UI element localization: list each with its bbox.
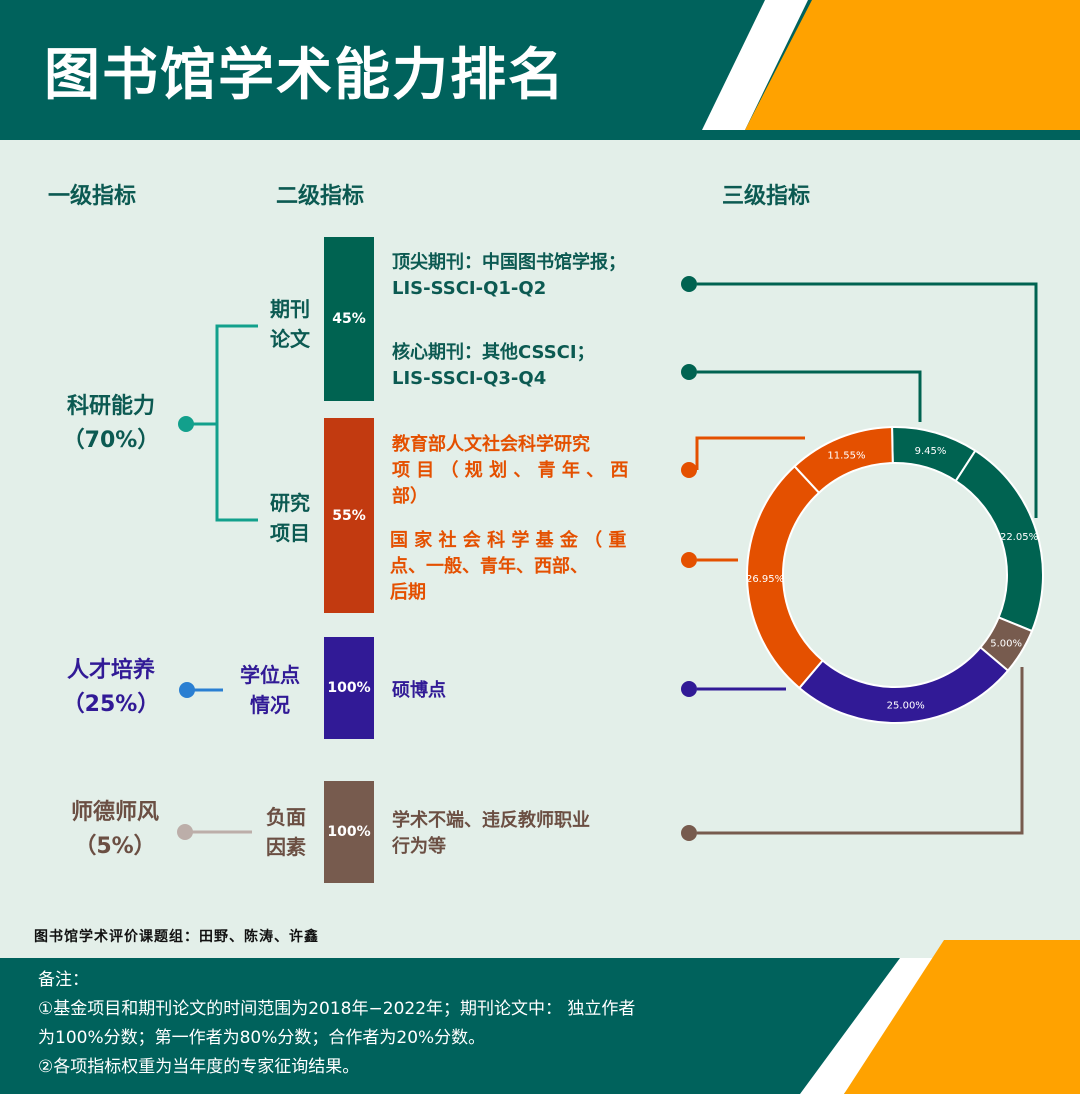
level1-research-weight: （70%） bbox=[62, 428, 160, 453]
connector-core-journal bbox=[697, 370, 922, 422]
bar-project: 55% bbox=[324, 418, 374, 613]
talent-dot bbox=[179, 682, 195, 698]
bar-degree: 100% bbox=[324, 637, 374, 739]
donut-label-2: 5.00% bbox=[990, 638, 1022, 649]
header-orange-triangle bbox=[745, 0, 1080, 130]
level3-moe-project-line2: 项 目 （ 规 划 、 青 年 、 西 bbox=[392, 460, 629, 481]
level3-ethics-line2: 行为等 bbox=[392, 836, 446, 857]
donut-label-0: 9.45% bbox=[915, 446, 947, 457]
donut-chart: 9.45% 22.05% 5.00% 25.00% 26.95% 11.55% bbox=[746, 426, 1044, 724]
level1-research: 科研能力 （70%） bbox=[26, 390, 196, 458]
bar-project-label: 55% bbox=[332, 507, 366, 524]
donut-slice-3 bbox=[797, 645, 1010, 724]
level3-nssf-line3: 后期 bbox=[390, 582, 426, 603]
dot-moe-project bbox=[681, 462, 697, 478]
level3-core-journal-line1: 核心期刊：其他CSSCI； bbox=[392, 342, 595, 363]
ethics-dot bbox=[177, 824, 193, 840]
dot-top-journal bbox=[681, 276, 697, 292]
level2-negative: 负面 因素 bbox=[246, 802, 326, 862]
level3-degree-line1: 硕博点 bbox=[392, 680, 446, 701]
notes-line2: 为100%分数；第一作者为80%分数；合作者为20%分数。 bbox=[38, 1028, 486, 1048]
connector-top-journal bbox=[697, 282, 1038, 518]
connector-moe-project bbox=[695, 436, 805, 470]
header-white-stripe bbox=[702, 0, 808, 130]
level2-degree: 学位点 情况 bbox=[230, 660, 310, 720]
bar-negative: 100% bbox=[324, 781, 374, 883]
dot-ethics bbox=[681, 825, 697, 841]
level2-project-line2: 项目 bbox=[270, 521, 310, 545]
bar-journal-label: 45% bbox=[332, 311, 366, 327]
level1-talent-weight: （25%） bbox=[62, 692, 160, 717]
header-level1: 一级指标 bbox=[48, 184, 137, 209]
level3-core-journal-line2: LIS-SSCI-Q3-Q4 bbox=[392, 368, 547, 389]
level3-ethics: 学术不端、违反教师职业 行为等 bbox=[392, 808, 590, 860]
research-bracket bbox=[215, 324, 258, 522]
level3-moe-project: 教育部人文社会科学研究 项 目 （ 规 划 、 青 年 、 西 部） bbox=[392, 432, 628, 510]
dot-core-journal bbox=[681, 364, 697, 380]
level2-degree-line2: 情况 bbox=[250, 693, 290, 717]
donut-label-3: 25.00% bbox=[887, 701, 925, 712]
notes-heading: 备注： bbox=[38, 970, 89, 990]
level2-project-line1: 研究 bbox=[270, 491, 310, 515]
level3-nssf: 国 家 社 会 科 学 基 金 （ 重 点、一般、青年、西部、 后期 bbox=[390, 528, 626, 606]
donut-label-5: 11.55% bbox=[827, 450, 865, 461]
level1-ethics-weight: （5%） bbox=[74, 834, 156, 859]
level3-moe-project-line1: 教育部人文社会科学研究 bbox=[392, 434, 590, 455]
level1-talent-name: 人才培养 bbox=[66, 658, 155, 683]
level3-nssf-line1: 国 家 社 会 科 学 基 金 （ 重 bbox=[390, 530, 627, 551]
credit-line: 图书馆学术评价课题组：田野、陈涛、许鑫 bbox=[34, 929, 319, 945]
bar-negative-label: 100% bbox=[327, 824, 371, 840]
footer-orange-triangle bbox=[844, 940, 1080, 1094]
level2-project: 研究 项目 bbox=[250, 488, 330, 548]
notes-line3: ②各项指标权重为当年度的专家征询结果。 bbox=[38, 1057, 360, 1077]
level2-journal: 期刊 论文 bbox=[250, 294, 330, 354]
notes-line1: ①基金项目和期刊论文的时间范围为2018年−2022年；期刊论文中： 独立作者 bbox=[38, 999, 636, 1019]
level3-top-journal-line2: LIS-SSCI-Q1-Q2 bbox=[392, 278, 547, 299]
level3-ethics-line1: 学术不端、违反教师职业 bbox=[392, 810, 590, 831]
level3-moe-project-line3: 部） bbox=[392, 486, 428, 507]
level3-top-journal: 顶尖期刊：中国图书馆学报； LIS-SSCI-Q1-Q2 bbox=[392, 250, 626, 302]
footer-decor bbox=[800, 940, 1080, 1094]
header-decor bbox=[702, 0, 1080, 130]
page-title: 图书馆学术能力排名 bbox=[44, 43, 566, 108]
level2-degree-line1: 学位点 bbox=[240, 663, 300, 687]
level1-ethics-name: 师德师风 bbox=[70, 800, 159, 825]
header-level2: 二级指标 bbox=[276, 184, 365, 209]
level2-negative-line2: 因素 bbox=[266, 835, 306, 859]
level1-research-name: 科研能力 bbox=[66, 394, 155, 419]
header-level3: 三级指标 bbox=[722, 184, 811, 209]
level2-journal-line2: 论文 bbox=[270, 327, 310, 351]
research-dot bbox=[178, 416, 194, 432]
notes: 备注： ①基金项目和期刊论文的时间范围为2018年−2022年；期刊论文中： 独… bbox=[38, 966, 828, 1082]
level3-degree: 硕博点 bbox=[392, 678, 446, 704]
bar-journal: 45% bbox=[324, 237, 374, 401]
level3-nssf-line2: 点、一般、青年、西部、 bbox=[390, 556, 588, 577]
level3-top-journal-line1: 顶尖期刊：中国图书馆学报； bbox=[392, 252, 626, 273]
dot-degree bbox=[681, 681, 697, 697]
donut-label-4: 26.95% bbox=[746, 574, 784, 585]
level3-core-journal: 核心期刊：其他CSSCI； LIS-SSCI-Q3-Q4 bbox=[392, 340, 595, 392]
dot-nssf bbox=[681, 552, 697, 568]
level1-talent: 人才培养 （25%） bbox=[26, 654, 196, 722]
level1-ethics: 师德师风 （5%） bbox=[30, 796, 200, 864]
footer-white-stripe bbox=[800, 958, 944, 1094]
level2-journal-line1: 期刊 bbox=[270, 297, 310, 321]
donut-label-1: 22.05% bbox=[1000, 532, 1038, 543]
donut-slice-5 bbox=[793, 426, 894, 495]
connector-ethics bbox=[697, 667, 1024, 835]
bar-degree-label: 100% bbox=[327, 680, 371, 696]
level2-negative-line1: 负面 bbox=[266, 805, 306, 829]
